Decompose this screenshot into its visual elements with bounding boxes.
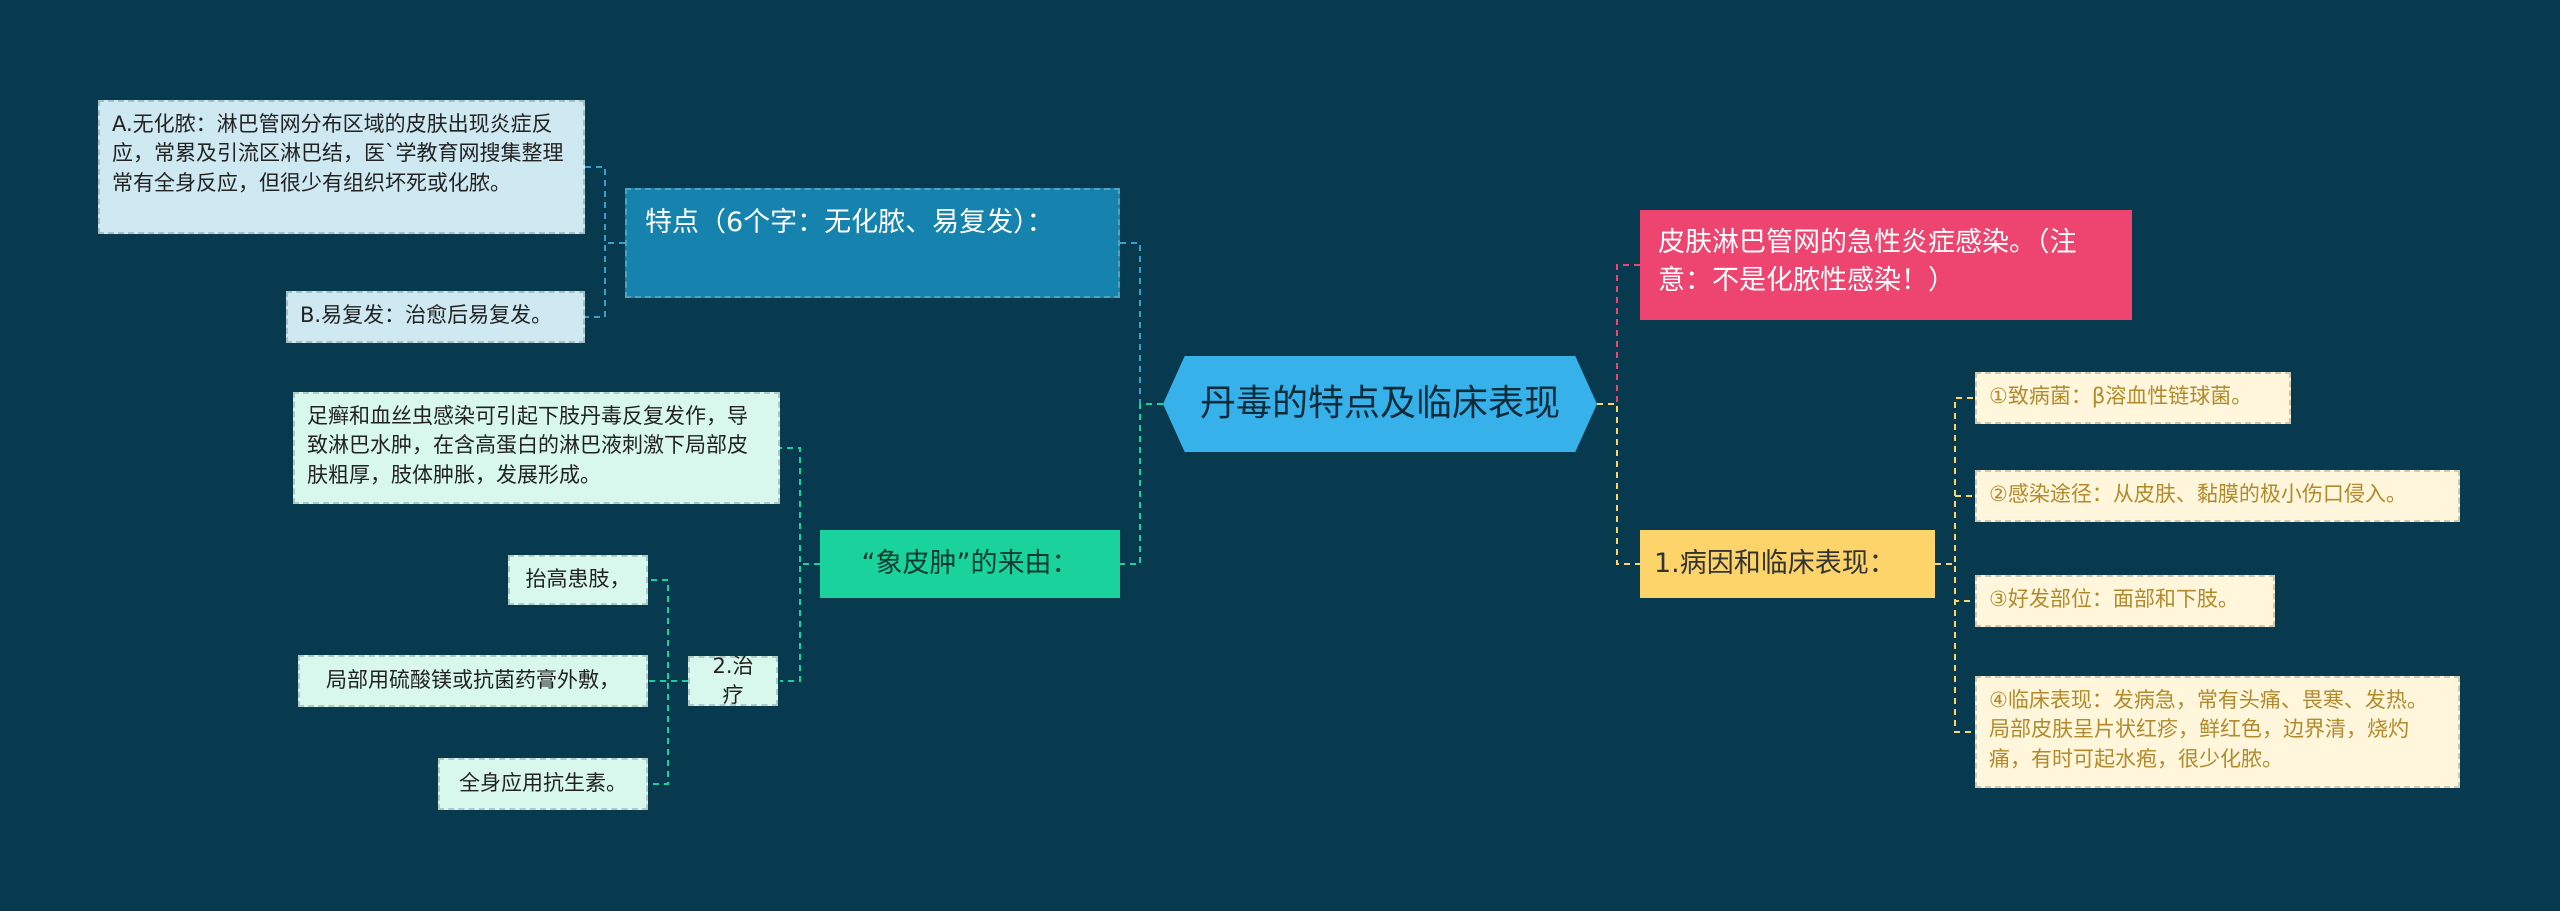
cause-item-route[interactable]: ②感染途径：从皮肤、黏膜的极小伤口侵入。 — [1975, 470, 2460, 522]
treatment-elevate-limb[interactable]: 抬高患肢， — [508, 555, 648, 605]
cause-item-symptoms[interactable]: ④临床表现：发病急，常有头痛、畏寒、发热。局部皮肤呈片状红疹，鲜红色，边界清，烧… — [1975, 676, 2460, 788]
treatment-antibiotics[interactable]: 全身应用抗生素。 — [438, 758, 648, 810]
elephantiasis-origin[interactable]: 足癣和血丝虫感染可引起下肢丹毒反复发作，导致淋巴水肿，在含高蛋白的淋巴液刺激下局… — [293, 392, 780, 504]
definition-node[interactable]: 皮肤淋巴管网的急性炎症感染。（注意：不是化脓性感染！） — [1640, 210, 2132, 320]
treatment-node[interactable]: 2.治疗 — [688, 654, 778, 707]
feature-recurrence[interactable]: B.易复发：治愈后易复发。 — [286, 291, 585, 343]
elephantiasis-node[interactable]: “象皮肿”的来由： — [820, 530, 1120, 598]
features-node[interactable]: 特点（6个字：无化脓、易复发）： — [625, 188, 1120, 298]
cause-node[interactable]: 1.病因和临床表现： — [1640, 530, 1935, 598]
treatment-topical[interactable]: 局部用硫酸镁或抗菌药膏外敷， — [298, 655, 648, 707]
cause-item-site[interactable]: ③好发部位：面部和下肢。 — [1975, 575, 2275, 627]
root-topic[interactable]: 丹毒的特点及临床表现 — [1163, 356, 1597, 452]
cause-item-pathogen[interactable]: ①致病菌：β溶血性链球菌。 — [1975, 372, 2291, 424]
feature-no-suppuration[interactable]: A.无化脓：淋巴管网分布区域的皮肤出现炎症反应，常累及引流区淋巴结，医`学教育网… — [98, 100, 585, 234]
